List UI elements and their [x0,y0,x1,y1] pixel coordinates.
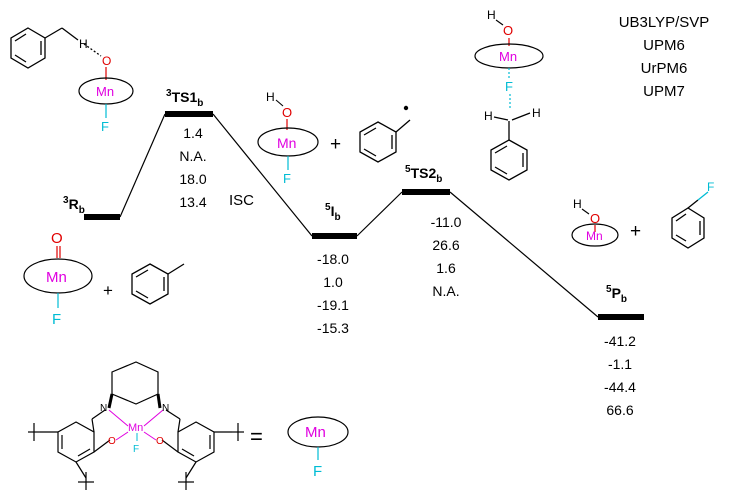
svg-text:O: O [590,211,600,226]
svg-text:O: O [108,436,116,447]
values-3TS1b: 1.4 N.A. 18.0 13.4 [179,125,206,210]
energy-value: -19.1 [317,297,349,313]
benzyl-radical-icon [359,119,411,163]
ts2-structure: H O Mn F H H [474,8,544,181]
energy-value: -18.0 [317,251,349,267]
svg-text:F: F [313,463,322,480]
level-label-5TS2b: 5TS2b [405,164,442,185]
energy-value: -44.4 [604,379,636,395]
energy-value: 26.6 [432,237,459,253]
energy-value: -15.3 [317,320,349,336]
svg-text:H: H [484,109,493,123]
energy-value: -11.0 [431,214,462,230]
profile-connectors [119,113,599,318]
svg-text:N: N [162,403,169,414]
products-structure: H O Mn + F [571,180,714,249]
benzyl-ring-icon [490,112,531,181]
energy-value: 66.6 [606,402,633,418]
svg-text:H: H [266,90,275,104]
values-5TS2b: -11.0 26.6 1.6 N.A. [431,214,462,299]
svg-text:F: F [52,311,61,328]
radical-dot-icon [403,105,409,111]
svg-text:F: F [707,180,714,194]
toluene-icon [131,263,185,305]
values-5Ib: -18.0 1.0 -19.1 -15.3 [317,251,349,336]
energy-value: N.A. [179,148,206,164]
svg-text:H: H [79,37,88,51]
svg-text:H: H [487,8,496,22]
svg-text:O: O [282,105,292,120]
svg-text:N: N [100,403,107,414]
values-5Pb: -41.2 -1.1 -44.4 66.6 [604,333,636,418]
svg-text:Mn: Mn [277,135,296,151]
svg-text:F: F [101,119,109,134]
level-label-3TS1b: 3TS1b [166,88,203,109]
svg-text:Mn: Mn [586,229,603,243]
svg-text:O: O [503,23,513,38]
benzene-ring-icon [10,27,102,69]
svg-text:F: F [283,171,291,186]
equals-sign: = [250,424,263,449]
isc-label: ISC [229,192,254,209]
svg-text:Mn: Mn [499,49,517,64]
svg-text:F: F [505,79,513,94]
level-label-5Pb: 5Pb [606,284,627,305]
svg-text:O: O [156,436,164,447]
energy-value: -1.1 [608,356,632,372]
method-label: UPM6 [643,37,685,54]
svg-text:+: + [330,134,341,155]
mn-salen-catalyst-structure: N N Mn O O F [28,361,244,490]
benzyl-fluoride-icon [671,191,709,249]
svg-text:O: O [102,54,111,68]
svg-text:H: H [573,197,582,211]
svg-text:Mn: Mn [96,84,114,99]
energy-value: -41.2 [604,333,636,349]
svg-text:F: F [133,444,139,455]
level-label-5Ib: 5Ib [325,202,341,223]
level-label-3Rb: 3Rb [63,195,85,216]
mn-salen-ellipse [571,223,619,247]
svg-text:+: + [103,281,113,300]
mn-salen-abbreviation: Mn F [287,416,349,480]
method-label: UB3LYP/SVP [619,14,710,31]
method-label: UrPM6 [641,60,688,77]
intermediate-structure: H O Mn F + [257,90,411,186]
reactant-complex-structure: H O Mn F [10,27,134,134]
reactants-structure: O Mn F + [23,230,185,328]
svg-text:+: + [630,221,641,242]
method-label: UPM7 [643,83,685,100]
svg-text:H: H [532,106,541,120]
energy-value: 1.6 [436,260,456,276]
energy-value: 1.0 [323,274,343,290]
methods-legend: UB3LYP/SVP UPM6 UrPM6 UPM7 [619,14,710,100]
svg-text:Mn: Mn [128,422,143,434]
energy-value: N.A. [432,283,459,299]
svg-text:Mn: Mn [46,269,67,286]
energy-value: 13.4 [179,194,206,210]
svg-text:Mn: Mn [305,424,326,441]
svg-text:O: O [51,230,63,247]
energy-value: 18.0 [179,171,206,187]
energy-value: 1.4 [183,125,203,141]
